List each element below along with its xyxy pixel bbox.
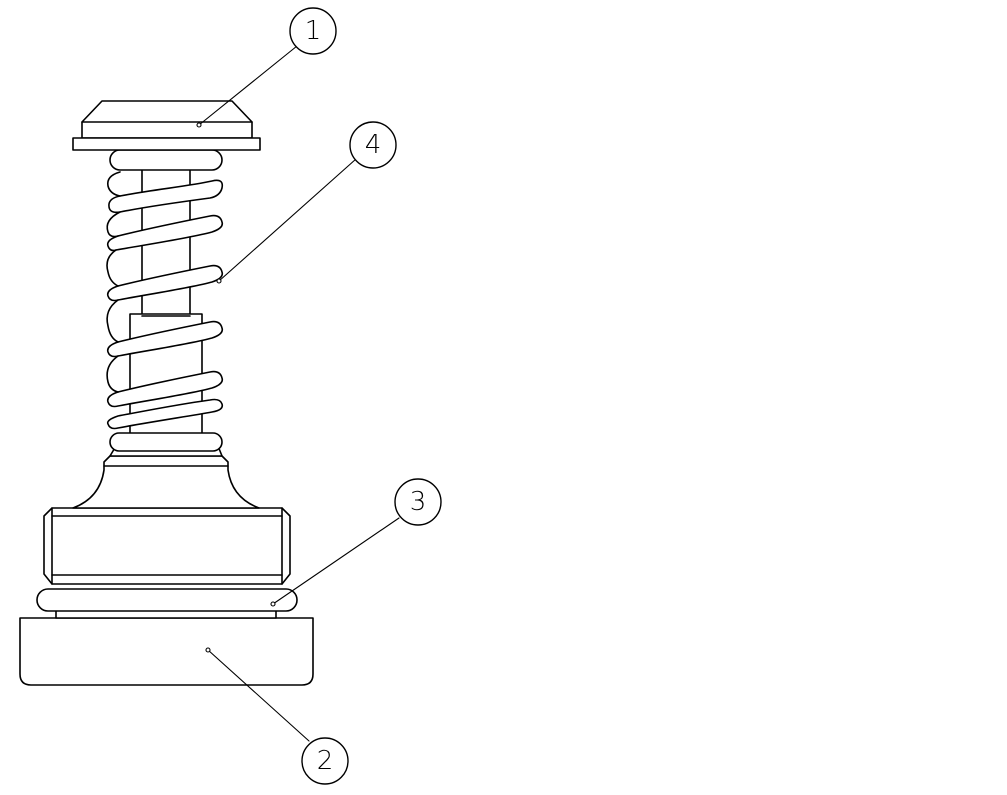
part-housing [43,445,291,585]
callout-3: 3 [394,478,442,526]
part-base-foot [19,617,314,686]
part-o-ring [36,588,298,612]
leader-line-3 [272,517,400,605]
part-spring [106,149,224,452]
callout-1: 1 [289,7,337,55]
callout-3-label: 3 [410,487,427,517]
part-cap [72,100,261,151]
callout-1-label: 1 [305,16,322,46]
callout-4-label: 4 [365,130,382,160]
callout-4: 4 [349,121,397,169]
callout-2: 2 [301,737,349,785]
leader-line-1 [198,45,298,126]
callout-2-label: 2 [317,746,334,776]
leader-line-4 [218,158,357,282]
leader-dots [196,122,276,653]
leader-lines [198,45,400,742]
leader-line-2 [207,649,310,742]
